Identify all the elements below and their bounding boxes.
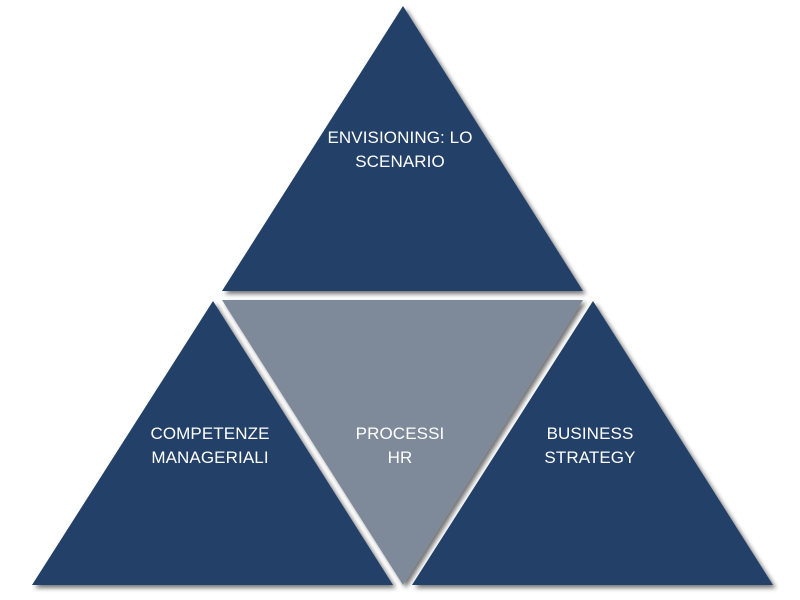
right-triangle-label: BUSINESS STRATEGY xyxy=(544,424,636,467)
left-triangle xyxy=(32,301,393,585)
center-inverted-triangle xyxy=(222,300,583,585)
left-triangle-label: COMPETENZE MANAGERIALI xyxy=(150,424,270,467)
center-triangle-label: PROCESSI HR xyxy=(355,424,445,467)
right-triangle xyxy=(412,301,773,585)
top-triangle-label: ENVISIONING: LO SCENARIO xyxy=(327,128,473,171)
top-triangle xyxy=(222,6,583,291)
